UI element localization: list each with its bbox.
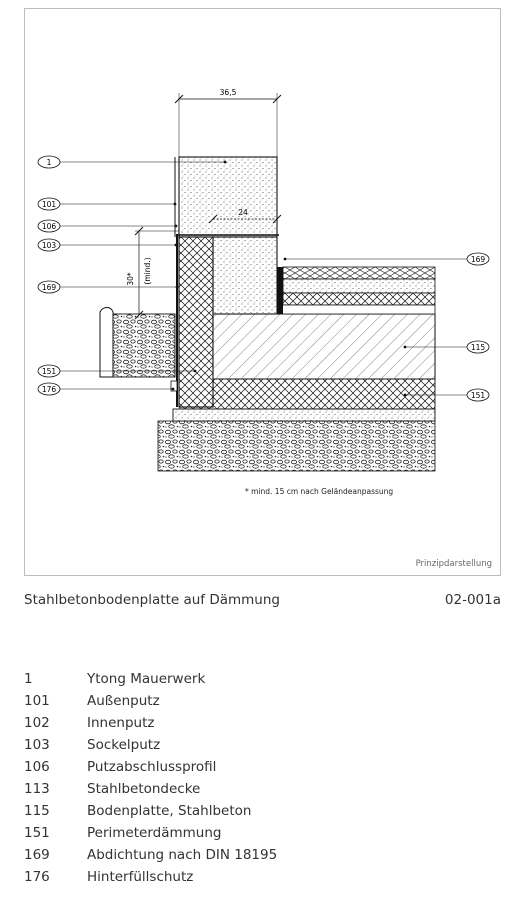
legend-item: 101 Außenputz — [24, 690, 494, 712]
legend-item: 151 Perimeterdämmung — [24, 822, 494, 844]
legend-item: 103 Sockelputz — [24, 734, 494, 756]
svg-text:176: 176 — [42, 385, 57, 394]
dim-vertical-label: 30* — [126, 272, 135, 286]
legend-item: 113 Stahlbetondecke — [24, 778, 494, 800]
legend-text: Putzabschlussprofil — [87, 759, 217, 775]
perimeter-insulation-bottom — [179, 378, 436, 410]
svg-text:115: 115 — [471, 343, 486, 352]
legend-number: 1 — [24, 671, 33, 687]
legend-item: 102 Innenputz — [24, 712, 494, 734]
ytong-wall-upper — [178, 156, 278, 238]
screed-layer — [282, 278, 436, 294]
prinzip-label: Prinzipdarstellung — [415, 559, 492, 569]
legend-text: Hinterfüllschutz — [87, 869, 194, 885]
callout-176: 176 — [37, 382, 175, 396]
legend-text: Innenputz — [87, 715, 155, 731]
legend-number: 102 — [24, 715, 50, 731]
legend-number: 106 — [24, 759, 50, 775]
dim-inner-label: 24 — [238, 208, 248, 217]
drawing-note: * mind. 15 cm nach Geländeanpassung — [245, 487, 394, 496]
floor-finish — [282, 266, 436, 280]
drawing-frame: 36,5 24 30* (mind.) 1 101 106 — [24, 8, 501, 576]
svg-text:169: 169 — [471, 255, 486, 264]
legend-number: 169 — [24, 847, 50, 863]
legend-text: Sockelputz — [87, 737, 161, 753]
legend-text: Außenputz — [87, 693, 160, 709]
callout-169-left: 169 — [37, 280, 179, 294]
callout-101: 101 — [37, 197, 177, 211]
backfill-gravel — [112, 313, 176, 378]
blinding-layer — [172, 408, 436, 422]
figure-caption: Stahlbetonbodenplatte auf Dämmung — [24, 592, 280, 608]
legend-text: Perimeterdämmung — [87, 825, 222, 841]
svg-text:101: 101 — [42, 200, 57, 209]
legend-number: 115 — [24, 803, 50, 819]
legend-number: 103 — [24, 737, 50, 753]
section-drawing: 36,5 24 30* (mind.) 1 101 106 — [37, 88, 490, 472]
callout-115: 115 — [403, 340, 490, 354]
legend-text: Ytong Mauerwerk — [87, 671, 206, 687]
legend-item: 176 Hinterfüllschutz — [24, 866, 494, 888]
edge-strip — [277, 267, 283, 314]
legend-text: Stahlbetondecke — [87, 781, 201, 797]
floor-slab — [212, 313, 436, 380]
legend-item: 106 Putzabschlussprofil — [24, 756, 494, 778]
svg-text:103: 103 — [42, 241, 57, 250]
legend-list: 1 Ytong Mauerwerk 101 Außenputz 102 Innenpu… — [24, 668, 494, 888]
legend-item: 115 Bodenplatte, Stahlbeton — [24, 800, 494, 822]
gravel-bed — [157, 420, 436, 472]
ytong-wall-lower — [212, 236, 278, 315]
svg-text:169: 169 — [42, 283, 57, 292]
callout-103: 103 — [37, 238, 178, 252]
callout-106: 106 — [37, 219, 178, 233]
legend-item: 169 Abdichtung nach DIN 18195 — [24, 844, 494, 866]
callout-1: 1 — [37, 155, 227, 169]
legend-item: 1 Ytong Mauerwerk — [24, 668, 494, 690]
callout-169-right: 169 — [283, 252, 490, 266]
figure-code: 02-001a — [444, 592, 501, 608]
svg-text:151: 151 — [42, 367, 57, 376]
legend-text: Abdichtung nach DIN 18195 — [87, 847, 278, 863]
perimeter-insulation-vertical — [178, 236, 214, 408]
legend-text: Bodenplatte, Stahlbeton — [87, 803, 252, 819]
svg-text:1: 1 — [47, 158, 52, 167]
callout-151-right: 151 — [403, 388, 490, 402]
legend-number: 101 — [24, 693, 50, 709]
dim-vertical-sub: (mind.) — [143, 257, 152, 284]
legend-number: 176 — [24, 869, 50, 885]
dim-top-label: 36,5 — [220, 88, 237, 97]
legend-number: 151 — [24, 825, 50, 841]
callout-151-left: 151 — [37, 364, 197, 378]
impact-insulation — [282, 292, 436, 306]
legend-number: 113 — [24, 781, 50, 797]
svg-text:106: 106 — [42, 222, 57, 231]
svg-text:151: 151 — [471, 391, 486, 400]
